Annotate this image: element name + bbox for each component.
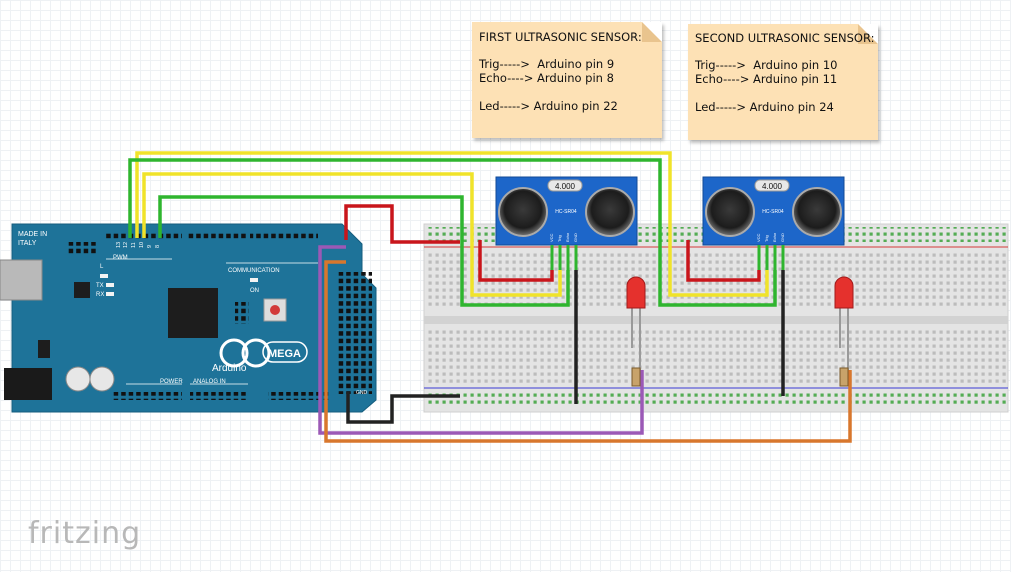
- note-led: Led-----> Arduino pin 22: [479, 99, 618, 113]
- pin-label-11: 11: [131, 242, 137, 248]
- note-trig: Trig-----> Arduino pin 9: [479, 57, 615, 71]
- communication-label: COMMUNICATION: [228, 268, 280, 274]
- transducer: [792, 187, 842, 237]
- tx-label: TX: [96, 283, 104, 289]
- power-label: POWER: [160, 379, 183, 385]
- note-first-sensor: FIRST ULTRASONIC SENSOR: Trig-----> Ardu…: [472, 22, 662, 138]
- wire-black-gnd: [346, 392, 460, 424]
- crystal-label: 4.000: [762, 182, 783, 191]
- l-label: L: [100, 264, 104, 270]
- note-title: FIRST ULTRASONIC SENSOR:: [479, 30, 642, 44]
- resistor: [839, 367, 849, 387]
- transducer: [585, 187, 635, 237]
- note-title: SECOND ULTRASONIC SENSOR:: [695, 31, 875, 45]
- note-fold: [858, 24, 878, 44]
- wire-yellow-sensor2-trig: [135, 151, 769, 297]
- wire-yellow-sensor1-trig: [142, 172, 562, 297]
- pin-gnd: GND: [573, 233, 578, 242]
- led-2: [834, 276, 854, 387]
- pin-vcc: VCC: [756, 233, 761, 242]
- ultrasonic-sensor-1: 4.000 HC-SR04 VCC Trig Echo GND: [495, 176, 638, 246]
- pin-trig: Trig: [557, 235, 562, 242]
- wire-red-5v: [344, 204, 460, 244]
- arduino-mega-board: [0, 223, 377, 413]
- led-1: [626, 276, 646, 387]
- resistor: [631, 367, 641, 387]
- pin-gnd: GND: [780, 233, 785, 242]
- pin-trig: Trig: [764, 235, 769, 242]
- on-label: ON: [250, 288, 259, 294]
- country-label: ITALY: [18, 240, 37, 247]
- model-label: MEGA: [268, 348, 301, 360]
- pin-label-12: 12: [123, 242, 129, 248]
- crystal-label: 4.000: [555, 182, 576, 191]
- wire-red-sensor2-vcc: [686, 240, 761, 282]
- pin-echo: Echo: [565, 232, 570, 242]
- gnd-label: GND: [356, 390, 368, 396]
- pin-echo: Echo: [772, 232, 777, 242]
- usb-port: [0, 259, 43, 301]
- pin-vcc: VCC: [549, 233, 554, 242]
- power-jack: [4, 368, 52, 400]
- pwm-label: PWM: [113, 255, 128, 261]
- note-led: Led-----> Arduino pin 24: [695, 100, 834, 114]
- sensor-model-label: HC-SR04: [762, 209, 784, 215]
- rx-label: RX: [96, 292, 104, 298]
- ultrasonic-sensor-2: 4.000 HC-SR04 VCC Trig Echo GND: [702, 176, 845, 246]
- note-fold: [642, 22, 662, 42]
- pin-label-10: 10: [139, 242, 145, 248]
- microcontroller-chip: [168, 288, 218, 338]
- note-trig: Trig-----> Arduino pin 10: [695, 58, 838, 72]
- transducer: [498, 187, 548, 237]
- note-second-sensor: SECOND ULTRASONIC SENSOR: Trig-----> Ard…: [688, 24, 878, 140]
- made-in-label: MADE IN: [18, 231, 47, 238]
- breadboard: [423, 223, 1009, 413]
- note-echo: Echo----> Arduino pin 11: [695, 72, 838, 86]
- sensor-model-label: HC-SR04: [555, 209, 577, 215]
- wire-green-sensor2-echo: [128, 158, 777, 307]
- pin-label-8: 8: [155, 245, 161, 248]
- fritzing-logo: fritzing: [28, 516, 142, 551]
- digital-pin-labels: 13 12 11 10 9 8: [116, 242, 161, 248]
- analog-in-label: ANALOG IN: [193, 379, 226, 385]
- capacitor: [65, 366, 91, 392]
- brand-label: Arduino: [212, 363, 247, 374]
- note-echo: Echo----> Arduino pin 8: [479, 71, 614, 85]
- wire-orange-led2: [324, 260, 852, 443]
- capacitor: [89, 366, 115, 392]
- pin-label-13: 13: [116, 242, 122, 248]
- wire-purple-led1: [318, 245, 644, 435]
- transducer: [705, 187, 755, 237]
- pin-label-9: 9: [147, 245, 153, 248]
- wire-green-sensor1-echo: [158, 195, 570, 307]
- wire-red-sensor1-vcc: [478, 240, 554, 282]
